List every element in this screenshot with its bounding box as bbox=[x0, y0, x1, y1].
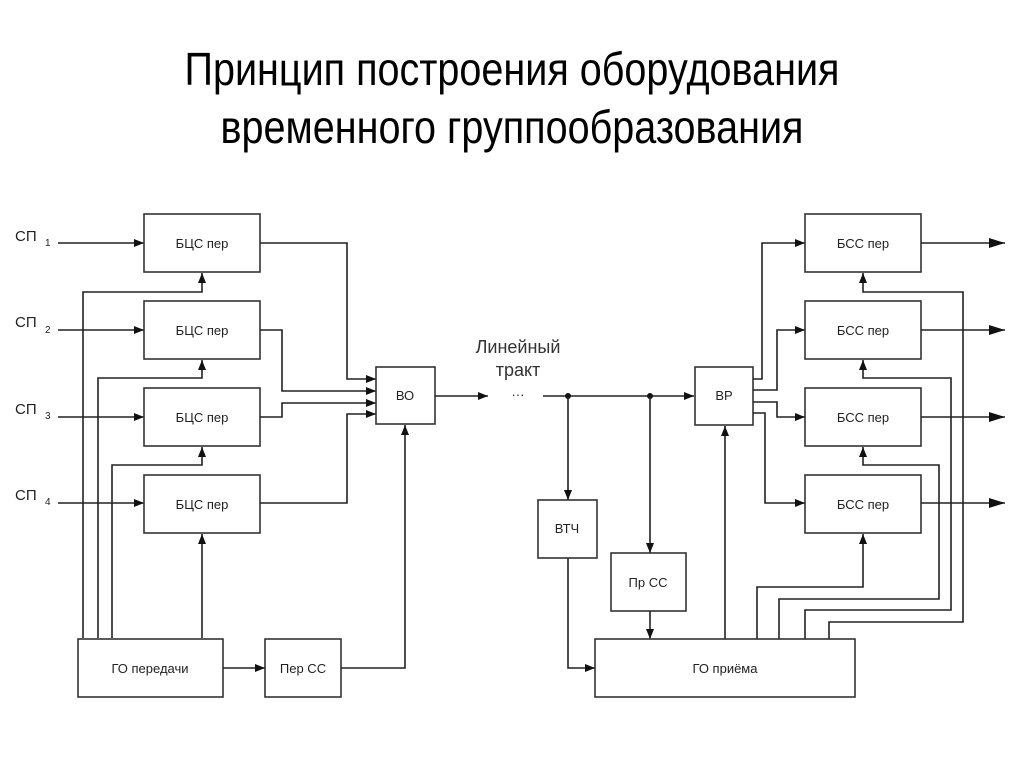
vr-to-bss4-wire bbox=[753, 412, 805, 507]
line-tract-label: Линейный bbox=[476, 337, 561, 357]
input-subscript: 2 bbox=[45, 325, 51, 336]
vr-block: ВР bbox=[694, 366, 754, 426]
block-label: ВО bbox=[396, 388, 414, 403]
block-label: БСС пер bbox=[837, 323, 889, 338]
bcs1-to-vo-wire bbox=[260, 242, 376, 383]
input-subscript: 4 bbox=[45, 497, 51, 508]
input-sp4: СП 4 bbox=[15, 487, 51, 508]
go-tx-ctrl-wire-1 bbox=[82, 273, 206, 638]
block-label: ГО передачи bbox=[111, 661, 188, 676]
title-line-2: временного группообразования bbox=[220, 101, 804, 153]
block-label: БСС пер bbox=[837, 410, 889, 425]
block-label: Пр СС bbox=[629, 575, 668, 590]
vr-to-bss1-wire bbox=[753, 239, 805, 380]
block-label: БСС пер bbox=[837, 497, 889, 512]
per-ss-to-vo-wire bbox=[341, 425, 409, 669]
vtch-to-go-rx-wire bbox=[567, 558, 595, 672]
vo-block: ВО bbox=[375, 366, 436, 425]
page-title: Принцип построения оборудования временно… bbox=[72, 40, 953, 156]
input-label: СП bbox=[15, 487, 37, 504]
input-subscript: 1 bbox=[45, 238, 51, 249]
input-sp2: СП 2 bbox=[15, 314, 51, 336]
input-sp3: СП 3 bbox=[15, 401, 51, 422]
bss-block-1: БСС пер bbox=[804, 213, 922, 273]
per-ss-block: Пер СС bbox=[264, 638, 342, 698]
block-label: ВР bbox=[715, 388, 732, 403]
block-label: БЦС пер bbox=[176, 323, 229, 338]
input-label: СП bbox=[15, 401, 37, 418]
input-subscript: 3 bbox=[45, 411, 51, 422]
input-sp1: СП 1 bbox=[15, 228, 51, 249]
go-rx-block: ГО приёма bbox=[594, 638, 856, 698]
bcs-block-3: БЦС пер bbox=[143, 387, 261, 447]
vtch-block: ВТЧ bbox=[537, 499, 598, 559]
bcs-block-1: БЦС пер bbox=[143, 213, 261, 273]
input-label: СП bbox=[15, 314, 37, 331]
pr-ss-block: Пр СС bbox=[610, 552, 687, 612]
go-rx-ctrl-wire-4 bbox=[756, 534, 867, 639]
go-tx-ctrl-wire-2 bbox=[97, 360, 206, 638]
bcs-block-4: БЦС пер bbox=[143, 474, 261, 534]
block-label: Пер СС bbox=[280, 661, 326, 676]
title-line-1: Принцип построения оборудования bbox=[184, 43, 840, 95]
block-label: ГО приёма bbox=[693, 661, 759, 676]
block-label: БЦС пер bbox=[176, 236, 229, 251]
vr-to-bss3-wire bbox=[753, 401, 805, 421]
line-tract-label: тракт bbox=[496, 360, 541, 380]
input-label: СП bbox=[15, 228, 37, 245]
bss-block-4: БСС пер bbox=[804, 474, 922, 534]
block-label: БСС пер bbox=[837, 236, 889, 251]
go-tx-ctrl-wire-3 bbox=[111, 447, 206, 638]
block-label: ВТЧ bbox=[555, 521, 579, 536]
bcs3-to-vo-wire bbox=[260, 399, 376, 418]
go-tx-block: ГО передачи bbox=[77, 638, 224, 698]
bss-block-2: БСС пер bbox=[804, 300, 922, 360]
bss-block-3: БСС пер bbox=[804, 387, 922, 447]
bcs4-to-vo-wire bbox=[260, 410, 376, 504]
block-label: БЦС пер bbox=[176, 497, 229, 512]
block-label: БЦС пер bbox=[176, 410, 229, 425]
bcs-block-2: БЦС пер bbox=[143, 300, 261, 360]
go-rx-ctrl-wire-3 bbox=[778, 447, 940, 639]
go-rx-ctrl-wire-1 bbox=[828, 273, 964, 639]
vr-to-bss2-wire bbox=[753, 326, 805, 391]
line-dots: ··· bbox=[512, 387, 525, 402]
go-rx-ctrl-wire-2 bbox=[804, 360, 952, 639]
bcs2-to-vo-wire bbox=[260, 329, 376, 395]
